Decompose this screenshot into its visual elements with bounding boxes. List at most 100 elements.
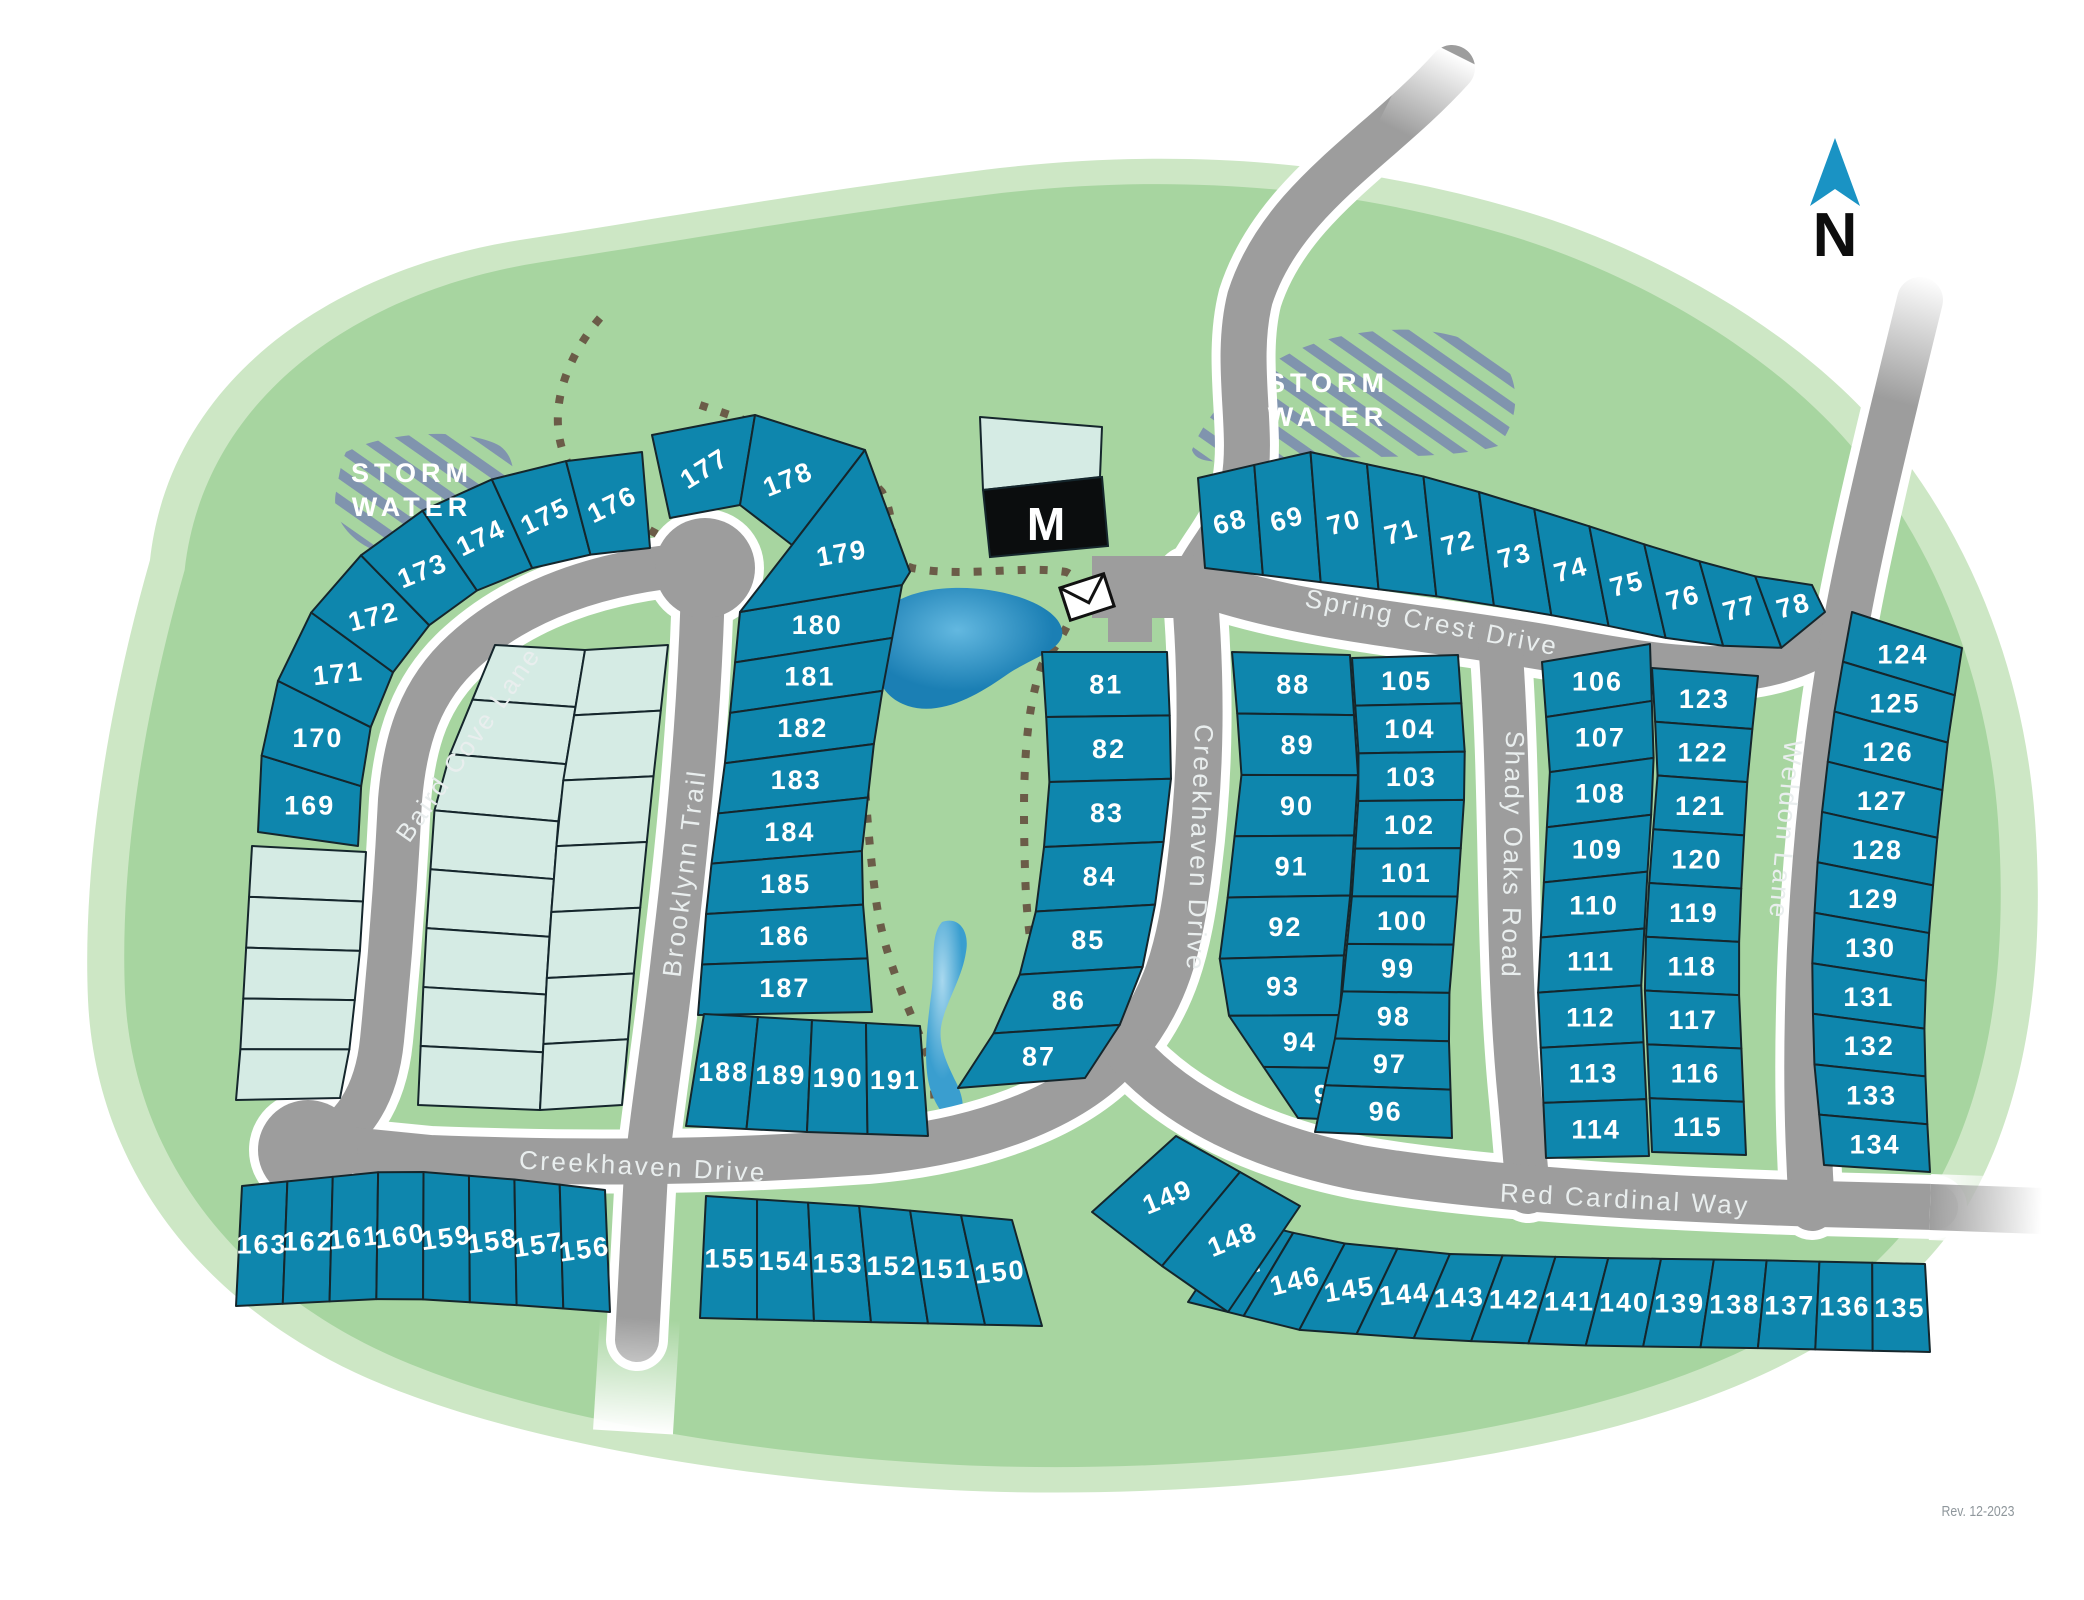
lot-178[interactable]: 178 <box>739 414 866 546</box>
lot-172[interactable]: 172 <box>310 554 431 674</box>
lot-104[interactable]: 104 <box>1354 702 1466 755</box>
lot-138[interactable]: 138 <box>1699 1258 1768 1350</box>
lot-96[interactable]: 96 <box>1314 1084 1453 1139</box>
lot-160[interactable]: 160 <box>373 1170 428 1301</box>
cul-de-sac[interactable] <box>258 1100 358 1200</box>
lot-shape-114[interactable] <box>1542 1098 1650 1159</box>
lot-151[interactable]: 151 <box>909 1209 986 1326</box>
lot-140[interactable]: 140 <box>1584 1257 1663 1348</box>
lot-111[interactable]: 111 <box>1537 927 1646 994</box>
lot-98[interactable]: 98 <box>1333 990 1451 1043</box>
lot-163[interactable]: 163 <box>235 1180 289 1307</box>
lot-90[interactable]: 90 <box>1233 773 1359 838</box>
lot-186[interactable]: 186 <box>701 903 869 966</box>
lot-135[interactable]: 135 <box>1871 1261 1931 1353</box>
lot-179[interactable]: 179 <box>739 449 911 613</box>
road-brooklynn-trail[interactable] <box>615 563 725 1362</box>
lot-136[interactable]: 136 <box>1814 1260 1874 1352</box>
lot-155[interactable]: 155 <box>699 1195 759 1321</box>
lot-150[interactable]: 150 <box>960 1214 1043 1327</box>
lot-shape-179[interactable] <box>739 449 911 613</box>
lot-188[interactable]: 188 <box>685 1013 759 1131</box>
lot-117[interactable]: 117 <box>1643 989 1743 1050</box>
lot-73[interactable]: 73 <box>1478 491 1553 617</box>
lot-143[interactable]: 143 <box>1412 1252 1504 1343</box>
amenity-building-shape[interactable] <box>981 475 1110 559</box>
lot-shape-78[interactable] <box>1754 575 1826 649</box>
lot-106[interactable]: 106 <box>1541 643 1653 719</box>
lot-97[interactable]: 97 <box>1323 1037 1452 1091</box>
lot-180[interactable]: 180 <box>734 584 903 664</box>
lot-170[interactable]: 170 <box>260 679 372 788</box>
lot-112[interactable]: 112 <box>1537 984 1645 1049</box>
lot-133[interactable]: 133 <box>1813 1063 1929 1126</box>
lot-144[interactable]: 144 <box>1355 1247 1451 1340</box>
lot-101[interactable]: 101 <box>1350 847 1462 898</box>
lot-89[interactable]: 89 <box>1236 712 1359 777</box>
lot-154[interactable]: 154 <box>755 1198 815 1322</box>
lot-148[interactable]: 148 <box>1161 1171 1301 1313</box>
lot-190[interactable]: 190 <box>805 1019 869 1136</box>
lot-92[interactable]: 92 <box>1218 894 1352 960</box>
lot-81[interactable]: 81 <box>1041 651 1171 719</box>
lot-137[interactable]: 137 <box>1756 1259 1821 1351</box>
lot-159[interactable]: 159 <box>419 1170 474 1304</box>
cul-de-sac[interactable] <box>655 518 755 618</box>
lot-88[interactable]: 88 <box>1231 651 1356 717</box>
lot-83[interactable]: 83 <box>1042 777 1172 849</box>
lot-68[interactable]: 68 <box>1197 463 1264 577</box>
lot-191[interactable]: 191 <box>864 1022 929 1137</box>
lot-shape-134[interactable] <box>1818 1113 1931 1173</box>
lot-shape-148[interactable] <box>1161 1171 1301 1313</box>
lot-shape-150[interactable] <box>960 1214 1043 1327</box>
lot-182[interactable]: 182 <box>723 689 884 765</box>
lot-99[interactable]: 99 <box>1341 942 1455 994</box>
lot-113[interactable]: 113 <box>1539 1041 1648 1104</box>
lot-121[interactable]: 121 <box>1652 774 1749 837</box>
lot-139[interactable]: 139 <box>1642 1257 1715 1349</box>
lot-119[interactable]: 119 <box>1644 881 1743 943</box>
road-shady-oaks-road[interactable] <box>1478 618 1550 1214</box>
lot-128[interactable]: 128 <box>1816 810 1939 887</box>
lot-70[interactable]: 70 <box>1309 451 1380 591</box>
lot-shape-176[interactable] <box>564 451 651 556</box>
lot-129[interactable]: 129 <box>1813 861 1935 935</box>
lot-184[interactable]: 184 <box>710 796 869 865</box>
lot-189[interactable]: 189 <box>745 1016 813 1134</box>
lot-123[interactable]: 123 <box>1651 667 1759 731</box>
road-red-cardinal-way[interactable] <box>1105 1029 1958 1230</box>
lot-132[interactable]: 132 <box>1811 1012 1927 1078</box>
lot-161[interactable]: 161 <box>327 1171 381 1303</box>
lot-185[interactable]: 185 <box>705 850 865 916</box>
lot-116[interactable]: 116 <box>1646 1043 1745 1103</box>
road-spring-crest-drive[interactable] <box>1165 555 1861 693</box>
lot-91[interactable]: 91 <box>1226 834 1356 899</box>
lot-82[interactable]: 82 <box>1045 714 1172 784</box>
lot-176[interactable]: 176 <box>564 451 651 556</box>
lot-145[interactable]: 145 <box>1298 1242 1399 1336</box>
lot-78[interactable]: 78 <box>1754 575 1826 649</box>
lot-76[interactable]: 76 <box>1643 543 1725 647</box>
lot-153[interactable]: 153 <box>807 1201 872 1324</box>
lot-108[interactable]: 108 <box>1545 756 1655 829</box>
lot-85[interactable]: 85 <box>1018 903 1157 976</box>
lot-103[interactable]: 103 <box>1357 750 1466 803</box>
lot-156[interactable]: 156 <box>557 1183 612 1313</box>
lot-162[interactable]: 162 <box>281 1175 334 1305</box>
road-weldon-lane[interactable] <box>1784 277 1943 1231</box>
lot-107[interactable]: 107 <box>1545 699 1655 774</box>
lot-127[interactable]: 127 <box>1821 760 1944 839</box>
lot-shape-87[interactable] <box>957 1023 1121 1089</box>
lot-87[interactable]: 87 <box>957 1023 1121 1089</box>
lot-100[interactable]: 100 <box>1346 895 1459 946</box>
lot-shape-187[interactable] <box>697 957 873 1016</box>
lot-71[interactable]: 71 <box>1365 463 1438 598</box>
lot-146[interactable]: 146 <box>1242 1231 1346 1331</box>
lot-69[interactable]: 69 <box>1253 451 1322 584</box>
lot-177[interactable]: 177 <box>651 414 756 519</box>
lot-130[interactable]: 130 <box>1811 911 1931 982</box>
lot-157[interactable]: 157 <box>511 1178 566 1310</box>
lot-105[interactable]: 105 <box>1351 654 1463 707</box>
lot-134[interactable]: 134 <box>1818 1113 1931 1173</box>
lot-86[interactable]: 86 <box>992 965 1144 1035</box>
